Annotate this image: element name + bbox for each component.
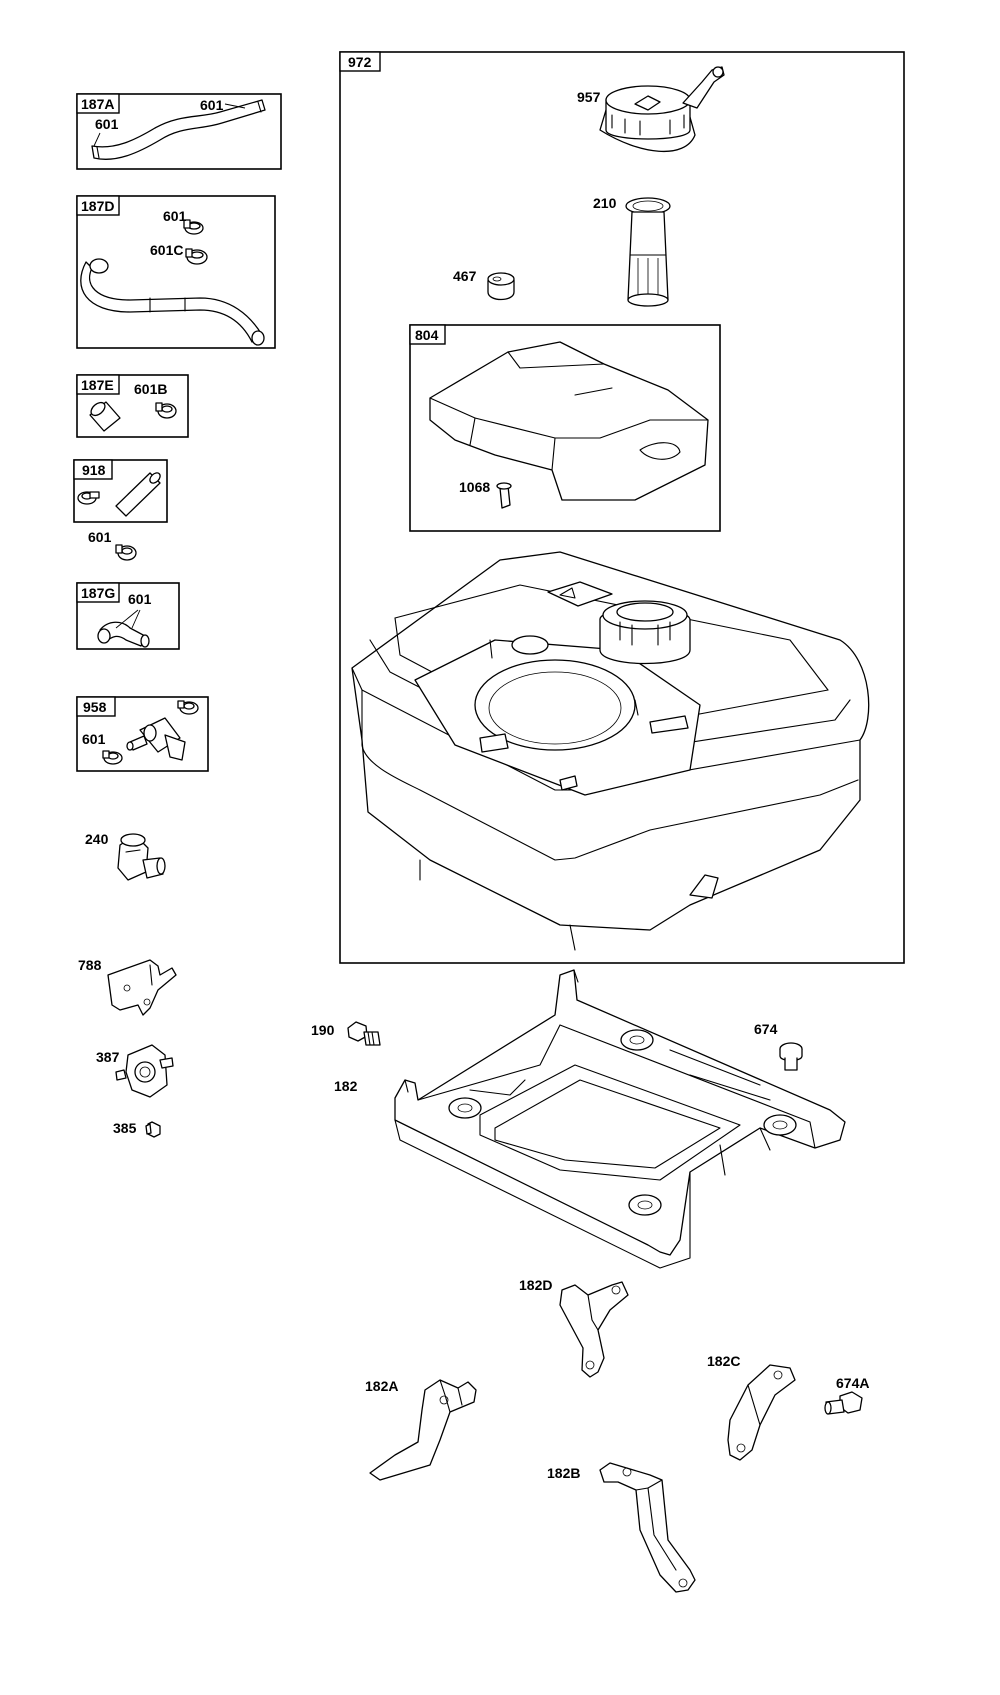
label-674A: 674A bbox=[836, 1375, 869, 1391]
group-187E[interactable]: 187E 601B bbox=[76, 374, 189, 438]
label-467: 467 bbox=[453, 268, 477, 284]
hose-clamp-icon bbox=[177, 700, 199, 715]
group-187A[interactable]: 187A 601 601 bbox=[76, 93, 282, 170]
label-182D: 182D bbox=[519, 1277, 552, 1293]
group-972-tag: 972 bbox=[348, 54, 372, 70]
hose-clamp-icon bbox=[183, 219, 204, 235]
label-788: 788 bbox=[78, 957, 102, 973]
heat-shield-804 bbox=[429, 341, 709, 501]
hose-clamp-icon bbox=[155, 402, 177, 419]
group-804-heat-shield[interactable]: 804 1068 bbox=[409, 324, 721, 532]
label-182B: 182B bbox=[547, 1465, 580, 1481]
label-1068: 1068 bbox=[459, 479, 490, 495]
standalone-clamp-601[interactable]: 601 bbox=[88, 529, 137, 561]
label-190: 190 bbox=[311, 1022, 335, 1038]
label-601C: 601C bbox=[150, 242, 183, 258]
group-972-fuel-tank-assembly[interactable]: 972 957 210 467 bbox=[339, 51, 905, 964]
group-958[interactable]: 958 601 bbox=[76, 696, 209, 772]
fuel-line-187A bbox=[91, 99, 266, 160]
label-601-918: 601 bbox=[88, 529, 112, 545]
group-918-tag: 918 bbox=[82, 462, 106, 478]
part-210-fuel-strainer[interactable]: 210 bbox=[593, 195, 671, 307]
part-788-bracket[interactable]: 788 bbox=[78, 957, 177, 1016]
fuel-valve-icon bbox=[126, 717, 186, 761]
label-601-187D: 601 bbox=[163, 208, 187, 224]
group-958-tag: 958 bbox=[83, 699, 107, 715]
part-240-fuel-valve[interactable]: 240 bbox=[85, 831, 166, 881]
part-387-fuel-pump[interactable]: 387 bbox=[96, 1044, 174, 1098]
fuel-tank bbox=[351, 551, 870, 951]
group-918[interactable]: 918 bbox=[73, 459, 168, 523]
group-187G-tag: 187G bbox=[81, 585, 115, 601]
group-187D-tag: 187D bbox=[81, 198, 114, 214]
part-182-tank-frame[interactable]: 182 bbox=[334, 969, 846, 1269]
hose-clamp-icon bbox=[77, 491, 100, 505]
part-190-bolt[interactable]: 190 bbox=[311, 1021, 381, 1046]
hose-clamp-icon bbox=[185, 248, 208, 265]
hose-clamp-icon bbox=[102, 750, 123, 765]
part-674A-bolt[interactable]: 674A bbox=[824, 1375, 869, 1415]
group-187D[interactable]: 187D 601 601C bbox=[76, 195, 276, 349]
hose-segment-icon bbox=[115, 472, 161, 517]
group-187E-tag: 187E bbox=[81, 377, 114, 393]
part-385-screw[interactable]: 385 bbox=[113, 1120, 161, 1138]
tank-frame-182 bbox=[394, 969, 846, 1256]
part-674-bolt[interactable]: 674 bbox=[754, 1021, 803, 1071]
label-601-187G: 601 bbox=[128, 591, 152, 607]
label-385: 385 bbox=[113, 1120, 137, 1136]
part-182A-bracket[interactable]: 182A bbox=[365, 1378, 477, 1481]
label-182: 182 bbox=[334, 1078, 358, 1094]
label-601B: 601B bbox=[134, 381, 167, 397]
hose-segment-icon bbox=[89, 401, 121, 432]
label-957: 957 bbox=[577, 89, 601, 105]
label-601-187A-b: 601 bbox=[95, 116, 119, 132]
label-240: 240 bbox=[85, 831, 109, 847]
label-210: 210 bbox=[593, 195, 617, 211]
label-601-187A-a: 601 bbox=[200, 97, 224, 113]
label-387: 387 bbox=[96, 1049, 120, 1065]
group-187A-tag: 187A bbox=[81, 96, 114, 112]
part-182B-bracket[interactable]: 182B bbox=[547, 1462, 696, 1593]
label-674: 674 bbox=[754, 1021, 778, 1037]
part-182C-bracket[interactable]: 182C bbox=[707, 1353, 796, 1461]
group-187G[interactable]: 187G 601 bbox=[76, 582, 180, 650]
label-601-958: 601 bbox=[82, 731, 106, 747]
part-467-tank-vent[interactable]: 467 bbox=[453, 268, 515, 301]
fuel-line-187D bbox=[80, 261, 263, 343]
label-182A: 182A bbox=[365, 1378, 398, 1394]
label-182C: 182C bbox=[707, 1353, 740, 1369]
part-957-fuel-cap[interactable]: 957 bbox=[577, 66, 725, 153]
part-182D-bracket[interactable]: 182D bbox=[519, 1277, 629, 1378]
group-804-tag: 804 bbox=[415, 327, 439, 343]
